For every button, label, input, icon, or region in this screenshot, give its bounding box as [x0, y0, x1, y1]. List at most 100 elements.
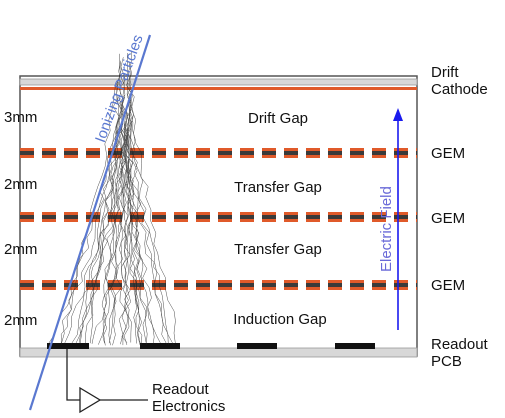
drift-cathode-electrode	[20, 87, 417, 90]
gem-segment	[64, 148, 78, 158]
gem-segment	[372, 212, 386, 222]
gap-label-transfer-2: Transfer Gap	[234, 241, 322, 258]
readout-electronics-label-line2: Electronics	[152, 398, 226, 415]
readout-electronics-label-line1: Readout	[152, 381, 209, 398]
avalanche-track	[127, 53, 176, 344]
avalanche-track	[71, 122, 127, 344]
gem-segment	[152, 280, 166, 290]
gem-segment	[306, 212, 320, 222]
gem-segment	[20, 148, 34, 158]
gem-segment	[350, 280, 364, 290]
avalanche-track	[108, 125, 123, 346]
avalanche-track	[124, 64, 133, 343]
avalanche-track	[85, 103, 123, 345]
gem-segment	[416, 280, 417, 290]
gem-segment	[416, 148, 417, 158]
gem-segment	[174, 148, 188, 158]
gem-foils	[20, 148, 417, 290]
avalanche-track	[116, 82, 169, 346]
field-label: Electric Field	[378, 186, 395, 272]
particle-track	[28, 34, 152, 411]
gem-segment	[240, 280, 254, 290]
gem-segment	[196, 148, 210, 158]
gem-segment	[306, 280, 320, 290]
gem-segment	[218, 212, 232, 222]
avalanche-track	[126, 82, 168, 345]
gem-segment	[196, 212, 210, 222]
gem-segment	[42, 148, 56, 158]
gem-segment	[42, 280, 56, 290]
gem-segment	[394, 148, 408, 158]
gem-segment	[64, 212, 78, 222]
gem-segment	[350, 212, 364, 222]
readout-pad	[237, 343, 277, 349]
avalanche-track	[121, 96, 147, 343]
gem-segment	[196, 280, 210, 290]
readout-wire	[66, 349, 80, 401]
gem-label-3: GEM	[431, 277, 466, 294]
readout-pcb-label-line2: PCB	[431, 353, 462, 370]
avalanche-track	[119, 124, 143, 345]
gem-segment	[284, 280, 298, 290]
gem-segment	[152, 212, 166, 222]
drift-cathode-label-line1: Drift	[431, 64, 459, 81]
gem-segment	[328, 280, 342, 290]
gem-label-2: GEM	[431, 210, 466, 227]
gap-size-transfer-2: 2mm	[4, 241, 38, 258]
gap-size-drift: 3mm	[4, 109, 38, 126]
gem-segment	[262, 212, 276, 222]
gem-segment	[108, 280, 122, 290]
drift-cathode-label: Drift Cathode	[431, 64, 488, 98]
gem-segment	[416, 212, 417, 222]
avalanche-track	[119, 101, 161, 344]
gem-segment	[306, 148, 320, 158]
avalanche-track	[60, 53, 121, 346]
avalanche-track	[119, 123, 128, 343]
drift-cathode-plate	[19, 78, 418, 86]
readout-pad	[335, 343, 375, 349]
avalanche-track	[102, 60, 122, 346]
gem-segment	[328, 148, 342, 158]
gem-segment	[350, 148, 364, 158]
readout-pads	[47, 343, 375, 349]
readout-pcb	[19, 347, 418, 358]
gem-segment	[152, 148, 166, 158]
gap-label-drift: Drift Gap	[247, 110, 308, 127]
gap-size-transfer-1: 2mm	[4, 176, 38, 193]
gem-segment	[86, 148, 100, 158]
readout-pcb-label: Readout PCB	[431, 336, 488, 370]
avalanche-track	[122, 109, 133, 346]
readout-pad	[47, 343, 89, 349]
gem-segment	[328, 212, 342, 222]
drift-cathode-label-line2: Cathode	[431, 81, 488, 98]
avalanche-track	[126, 112, 138, 344]
gem-segment	[372, 148, 386, 158]
gem-segment	[42, 212, 56, 222]
gem-segment	[262, 148, 276, 158]
gem-segment	[218, 148, 232, 158]
avalanche-track	[128, 93, 174, 346]
readout-pcb-label-line1: Readout	[431, 336, 488, 353]
amplifier-icon	[79, 386, 102, 414]
gap-label-induction: Induction Gap	[233, 311, 327, 328]
readout-electronics-label: Readout Electronics	[152, 381, 225, 415]
avalanche-track	[79, 74, 121, 344]
gem-segment	[130, 148, 144, 158]
gem-segment	[174, 212, 188, 222]
gem-label-1: GEM	[431, 145, 466, 162]
gap-size-induction: 2mm	[4, 312, 38, 329]
gem-segment	[240, 148, 254, 158]
readout-pad	[140, 343, 180, 349]
gem-segment	[218, 280, 232, 290]
gem-segment	[372, 280, 386, 290]
gap-label-transfer-1: Transfer Gap	[234, 179, 322, 196]
avalanche-track	[102, 128, 126, 344]
gem-segment	[240, 212, 254, 222]
avalanche-track	[124, 124, 155, 345]
gem-segment	[284, 148, 298, 158]
gem-segment	[394, 280, 408, 290]
gem-segment	[20, 280, 34, 290]
gem-segment	[262, 280, 276, 290]
gem-segment	[20, 212, 34, 222]
